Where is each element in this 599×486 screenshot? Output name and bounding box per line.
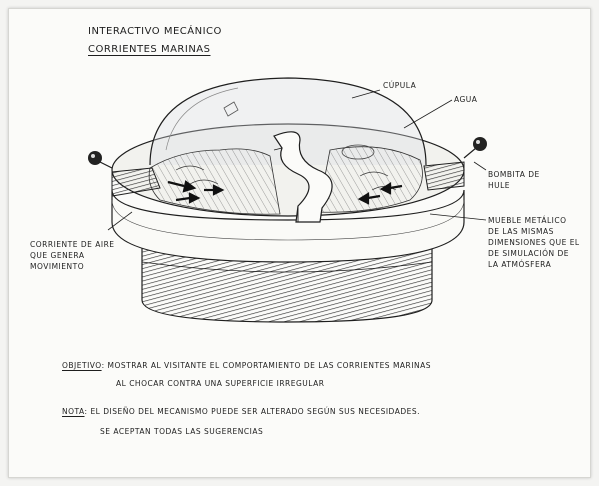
page-subtitle: CORRIENTES MARINAS <box>88 44 211 55</box>
objective-line-1: OBJETIVO: MOSTRAR AL VISITANTE EL COMPOR… <box>62 362 431 370</box>
objective-label: OBJETIVO <box>62 361 102 370</box>
label-furniture: MUEBLE METÁLICO DE LAS MISMAS DIMENSIONE… <box>488 216 580 270</box>
note-text-1: EL DISEÑO DEL MECANISMO PUEDE SER ALTERA… <box>90 407 420 416</box>
note-label: NOTA <box>62 407 85 416</box>
objective-text-1: MOSTRAR AL VISITANTE EL COMPORTAMIENTO D… <box>108 361 431 370</box>
label-dome: CÚPULA <box>383 82 416 90</box>
label-water: AGUA <box>454 96 477 104</box>
page-title: INTERACTIVO MECÁNICO <box>88 26 222 37</box>
objective-text-2: AL CHOCAR CONTRA UNA SUPERFICIE IRREGULA… <box>116 380 325 388</box>
label-pump: BOMBITA DE HULE <box>488 170 552 192</box>
note-text-2: SE ACEPTAN TODAS LAS SUGERENCIAS <box>100 428 263 436</box>
label-air-current: CORRIENTE DE AIRE QUE GENERA MOVIMIENTO <box>30 240 116 273</box>
note-line-1: NOTA: EL DISEÑO DEL MECANISMO PUEDE SER … <box>62 408 420 416</box>
